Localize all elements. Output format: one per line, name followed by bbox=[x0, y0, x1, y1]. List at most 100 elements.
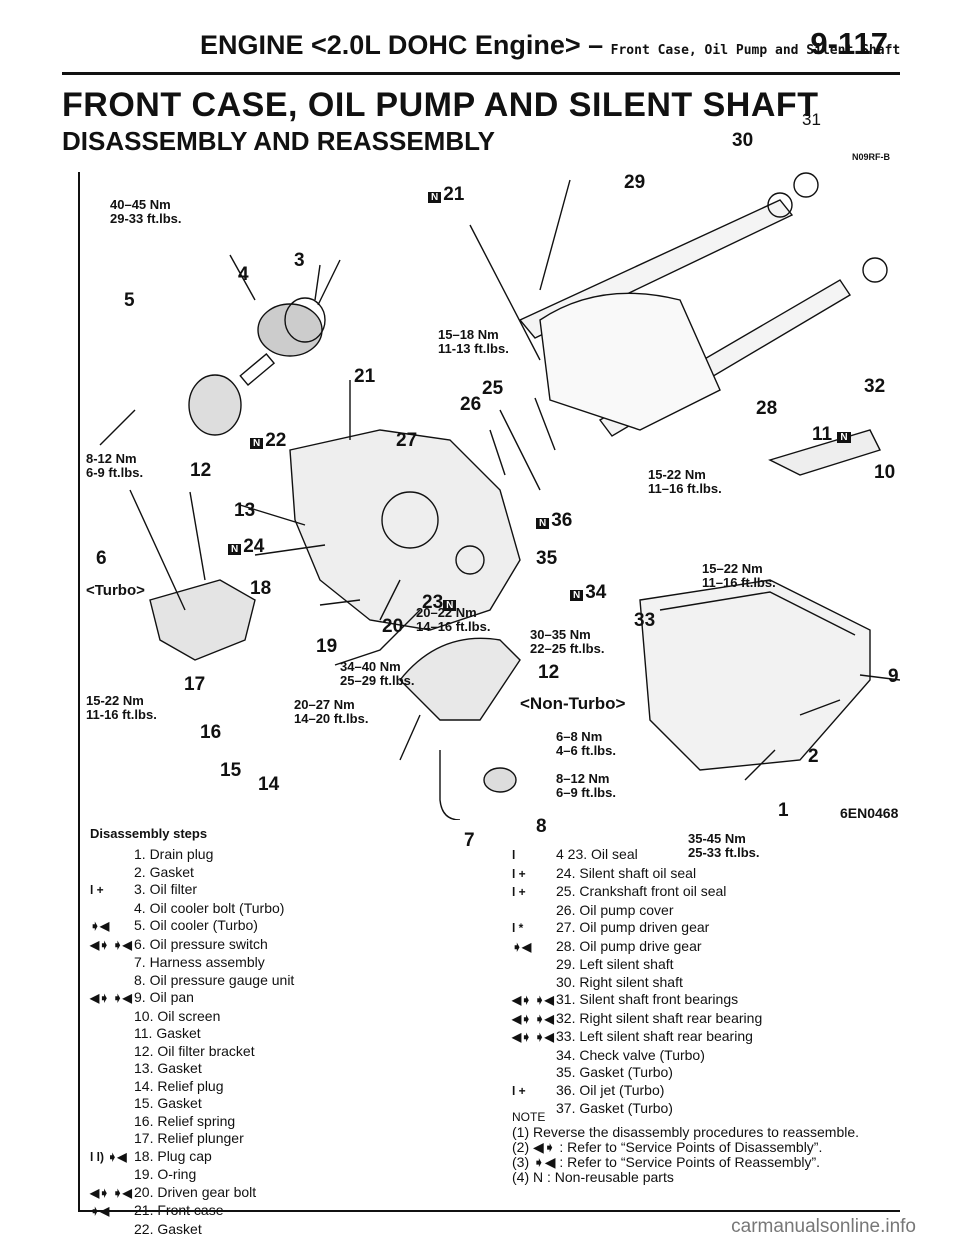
step-item: 29. Left silent shaft bbox=[512, 956, 762, 974]
step-item: 17. Relief plunger bbox=[90, 1130, 294, 1148]
note-3: (3) ➧◀ : Refer to “Service Points of Rea… bbox=[512, 1154, 821, 1170]
step-item: 37. Gasket (Turbo) bbox=[512, 1100, 762, 1118]
part-num-32: 31 bbox=[802, 110, 821, 129]
step-text: 5. Oil cooler (Turbo) bbox=[134, 917, 258, 933]
page-number: 9-117 bbox=[810, 26, 888, 61]
step-text: 26. Oil pump cover bbox=[556, 901, 674, 918]
step-marker: l bbox=[512, 848, 516, 862]
non-reusable-icon: N bbox=[570, 590, 584, 601]
header-section: Front Case, Oil Pump and Silent Shaft bbox=[610, 43, 901, 58]
step-text: 1. Drain plug bbox=[134, 846, 214, 862]
figure-code-top: N09RF-B bbox=[851, 152, 890, 162]
oil-filter-bracket-nonturbo bbox=[399, 637, 521, 721]
part-num-5: 5 bbox=[124, 290, 135, 311]
non-reusable-icon: N bbox=[250, 438, 264, 449]
step-text: 18. Plug cap bbox=[134, 1147, 212, 1164]
part-num-25-text: 24 bbox=[243, 536, 265, 557]
step-item: 1. Drain plug bbox=[90, 846, 294, 864]
step-text: 3. Oil filter bbox=[134, 881, 198, 897]
part-num-10: 10 bbox=[874, 462, 896, 483]
part-num-2: 2 bbox=[808, 746, 819, 767]
step-text: 9. Oil pan bbox=[134, 989, 194, 1005]
step-marker: ◀➧ ➧◀ bbox=[512, 1011, 554, 1026]
torque-callout-7: 8–12 Nm 6–9 ft.lbs. bbox=[556, 771, 616, 800]
step-marker: l + bbox=[512, 866, 526, 881]
torque-callout-5: 40–45 Nm 29-33 ft.lbs. bbox=[110, 197, 182, 226]
step-text: 4 23. Oil seal bbox=[556, 846, 638, 862]
step-text: 35. Gasket (Turbo) bbox=[556, 1064, 673, 1080]
step-item: 22. Gasket bbox=[90, 1221, 294, 1239]
step-item: ➧◀5. Oil cooler (Turbo) bbox=[90, 917, 294, 936]
step-marker: ◀➧ ➧◀ bbox=[90, 937, 132, 952]
step-marker: ◀➧ ➧◀ bbox=[512, 993, 554, 1007]
step-text: 32. Right silent shaft rear bearing bbox=[556, 1009, 763, 1026]
page-title: FRONT CASE, OIL PUMP AND SILENT SHAFT bbox=[62, 86, 819, 124]
step-item: 30. Right silent shaft bbox=[512, 974, 762, 992]
step-marker: l * bbox=[512, 921, 524, 935]
note-4: (4) N : Non-reusable parts bbox=[512, 1169, 674, 1185]
non-reusable-icon: N bbox=[536, 518, 550, 529]
step-item: l +24. Silent shaft oil seal bbox=[512, 865, 762, 884]
oil-filter-bracket-shape bbox=[149, 579, 256, 661]
step-item: 15. Gasket bbox=[90, 1095, 294, 1113]
part-num-26: 25 bbox=[482, 378, 504, 399]
part-num-9: 9 bbox=[888, 666, 899, 687]
step-item: 26. Oil pump cover bbox=[512, 902, 762, 920]
notes: NOTE (1) Reverse the disassembly procedu… bbox=[512, 1110, 859, 1185]
watermark: carmanualsonline.info bbox=[731, 1216, 916, 1237]
step-item: l l) ➧◀18. Plug cap bbox=[90, 1148, 294, 1167]
left-border bbox=[78, 172, 80, 1212]
step-text: 2. Gasket bbox=[134, 863, 194, 880]
footer-rule bbox=[78, 1210, 900, 1212]
step-item: ◀➧ ➧◀31. Silent shaft front bearings bbox=[512, 991, 762, 1010]
part-num-27: 26 bbox=[460, 394, 482, 415]
steps-title: Disassembly steps bbox=[90, 826, 208, 841]
page-subtitle: DISASSEMBLY AND REASSEMBLY bbox=[62, 126, 495, 156]
step-text: 17. Relief plunger bbox=[134, 1130, 244, 1146]
part-num-28: 27 bbox=[396, 430, 418, 451]
torque-callout-20: 20–22 Nm 14–16 ft.lbs. bbox=[416, 605, 491, 634]
step-marker: l + bbox=[512, 1083, 526, 1098]
part-num-24-text: 23 bbox=[422, 592, 444, 613]
step-item: 4. Oil cooler bolt (Turbo) bbox=[90, 900, 294, 918]
step-text: 31. Silent shaft front bearings bbox=[556, 991, 739, 1007]
step-item: l 4 23. Oil seal bbox=[512, 846, 762, 865]
step-text: 7. Harness assembly bbox=[134, 954, 265, 970]
step-text: 6. Oil pressure switch bbox=[134, 935, 268, 952]
part-num-37-text: 36 bbox=[551, 510, 573, 531]
non-reusable-icon: N bbox=[837, 432, 851, 443]
part-num-4: 4 bbox=[238, 264, 249, 285]
step-text: 16. Relief spring bbox=[134, 1112, 236, 1129]
step-text: 25. Crankshaft front oil seal bbox=[556, 883, 727, 899]
part-num-19: 19 bbox=[316, 636, 338, 657]
step-item: ◀➧ ➧◀6. Oil pressure switch bbox=[90, 936, 294, 955]
step-item: l +25. Crankshaft front oil seal bbox=[512, 883, 762, 902]
part-num-15: 15 bbox=[220, 760, 242, 781]
step-item: 8. Oil pressure gauge unit bbox=[90, 972, 294, 990]
step-text: 8. Oil pressure gauge unit bbox=[134, 971, 295, 988]
step-text: 13. Gasket bbox=[134, 1060, 202, 1076]
step-item: 35. Gasket (Turbo) bbox=[512, 1064, 762, 1082]
step-text: 27. Oil pump driven gear bbox=[556, 919, 710, 935]
step-item: ◀➧ ➧◀32. Right silent shaft rear bearing bbox=[512, 1010, 762, 1029]
torque-callout-14: 20–27 Nm 14–20 ft.lbs. bbox=[294, 697, 369, 726]
step-item: 19. O-ring bbox=[90, 1166, 294, 1184]
oil-filter-shape bbox=[257, 303, 323, 357]
step-item: 14. Relief plug bbox=[90, 1078, 294, 1096]
step-text: 4. Oil cooler bolt (Turbo) bbox=[134, 899, 285, 916]
torque-callout-27: 15–18 Nm 11-13 ft.lbs. bbox=[438, 327, 509, 356]
step-text: 10. Oil screen bbox=[134, 1007, 221, 1024]
figure-code-bottom: 6EN0468 bbox=[840, 805, 899, 821]
torque-callout-8: 6–8 Nm 4–6 ft.lbs. bbox=[556, 729, 616, 758]
step-text: 22. Gasket bbox=[134, 1220, 202, 1237]
oil-cooler-shape bbox=[188, 374, 242, 436]
step-item: 7. Harness assembly bbox=[90, 954, 294, 972]
step-item: l * 27. Oil pump driven gear bbox=[512, 919, 762, 938]
step-item: 11. Gasket bbox=[90, 1025, 294, 1043]
part-num-12-nonturbo: 12 bbox=[538, 662, 560, 683]
step-item: ◀➧ ➧◀20. Driven gear bolt bbox=[90, 1184, 294, 1203]
